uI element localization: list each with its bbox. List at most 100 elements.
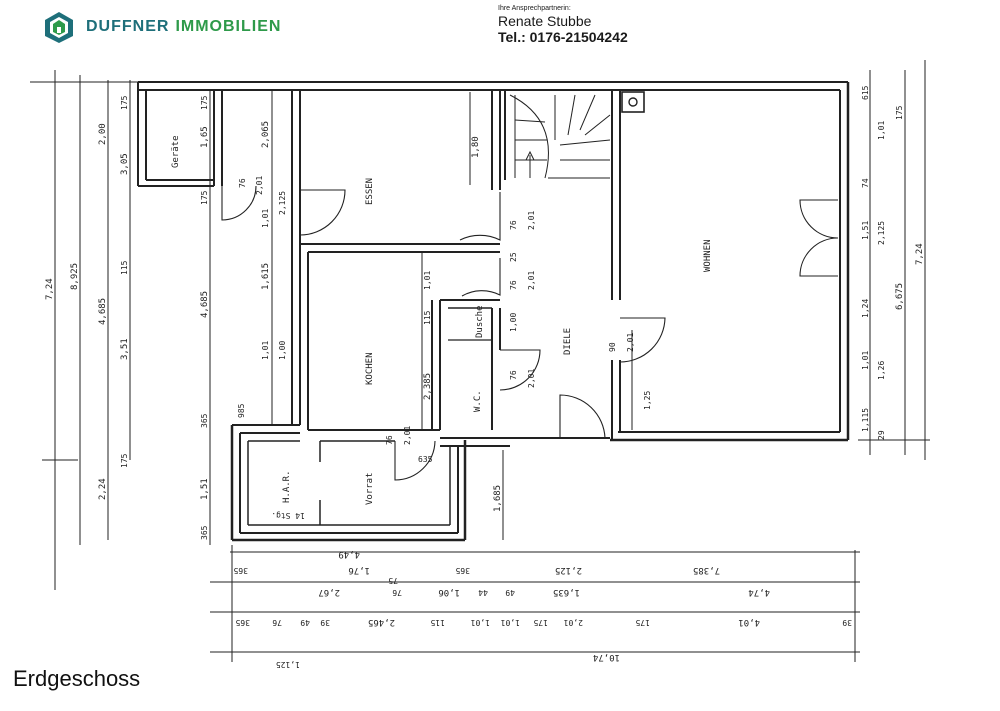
dim-label: 365: [235, 618, 250, 627]
dim-label: 365: [200, 525, 209, 540]
dim-label: 4,49: [338, 549, 360, 559]
dim-label: 49: [300, 618, 310, 627]
dim-label: 1,51: [861, 221, 870, 240]
room-label-dusche: Dusche: [475, 305, 485, 338]
dim-label: 1,65: [200, 126, 210, 148]
dim-label: 985: [237, 403, 246, 418]
dim-label: 2,125: [555, 565, 582, 575]
dim-label: 3,05: [120, 153, 130, 175]
room-label-wc: W.C.: [473, 390, 483, 412]
dim-label: 1,01: [501, 618, 520, 627]
dim-label: 1,01: [261, 341, 270, 360]
dim-label: 29: [877, 430, 886, 440]
dim-label: 365: [455, 566, 470, 575]
dim-label: 1,24: [861, 299, 870, 318]
dim-label: 2,01: [527, 271, 536, 290]
dim-label: 90: [608, 342, 617, 352]
room-label-geraete: Geräte: [171, 135, 181, 168]
dim-label: 4,685: [98, 298, 108, 325]
dim-label: 1,80: [471, 136, 481, 158]
dim-label: 2,125: [278, 191, 287, 215]
dim-label: 175: [533, 618, 548, 627]
room-label-essen: ESSEN: [365, 178, 375, 205]
dim-label: 4,01: [738, 617, 760, 627]
room-label-vorrat: Vorrat: [365, 472, 375, 505]
dim-label: 175: [895, 105, 904, 120]
door-swings: [221, 185, 839, 481]
dim-label: 74: [861, 178, 870, 188]
dim-label: 76: [509, 280, 518, 290]
dim-label: 4,685: [200, 291, 210, 318]
dim-label: 175: [200, 190, 209, 205]
dim-label: 175: [200, 95, 209, 110]
room-label-har: H.A.R.: [282, 470, 292, 503]
dim-label: 1,01: [423, 271, 432, 290]
dim-label: 39: [842, 618, 852, 627]
dim-label: 1,25: [643, 391, 652, 410]
dim-label: 2,00: [98, 123, 108, 145]
dim-label: 7,24: [45, 278, 55, 300]
dim-label: 76: [509, 220, 518, 230]
dim-label: 2,01: [527, 211, 536, 230]
dim-label: 175: [635, 618, 650, 627]
room-label-diele: DIELE: [563, 328, 573, 355]
dim-label: 2,065: [261, 121, 271, 148]
contact-name: Renate Stubbe: [498, 13, 592, 29]
chimney: [621, 91, 645, 113]
dim-label: 1,635: [553, 587, 580, 597]
dim-label: 2,01: [564, 618, 583, 627]
contact-caption: Ihre Ansprechpartnerin:: [498, 5, 571, 12]
dim-label: 1,00: [278, 341, 287, 360]
dim-label: 2,465: [368, 617, 395, 627]
dim-label: 44: [478, 588, 488, 597]
dim-label: 2,01: [403, 426, 412, 445]
dim-label: 115: [120, 260, 129, 275]
floor-title: Erdgeschoss: [13, 666, 141, 691]
dim-label: 635: [418, 455, 433, 464]
dim-label: 1,615: [261, 263, 271, 290]
dim-label: 1,26: [877, 361, 886, 380]
brand-part-immobilien: IMMOBILIEN: [175, 18, 282, 35]
dim-label: 1,115: [861, 408, 870, 432]
brand-part-duffner: DUFFNER: [86, 18, 170, 35]
dim-label: 1,76: [348, 565, 370, 575]
dim-label: 2,24: [98, 478, 108, 500]
dim-label: 175: [120, 453, 129, 468]
dim-label: 115: [423, 310, 432, 325]
dim-label: 1,01: [877, 121, 886, 140]
dim-label: 7,24: [915, 243, 925, 265]
dim-label: 1,01: [261, 209, 270, 228]
dim-label: 1,01: [471, 618, 490, 627]
dim-label: 76: [509, 370, 518, 380]
dim-label: 2,01: [255, 176, 264, 195]
room-label-kochen: KOCHEN: [365, 352, 375, 385]
dim-label: 4,74: [748, 587, 770, 597]
dim-label: 365: [200, 413, 209, 428]
dim-label: 25: [509, 252, 518, 262]
dim-label: 7,385: [693, 565, 720, 575]
dim-label: 115: [430, 618, 445, 627]
dim-label: 76: [238, 178, 247, 188]
dim-label: 2,01: [626, 333, 635, 352]
dim-label: 1,01: [861, 351, 870, 370]
dim-label: 8,925: [70, 263, 80, 290]
contact-block: Ihre Ansprechpartnerin: Renate Stubbe Te…: [498, 4, 628, 45]
dim-label: 6,675: [895, 283, 905, 310]
dim-label: 2,385: [423, 373, 433, 400]
outer-walls: [137, 81, 850, 542]
dim-label: 3,51: [120, 338, 130, 360]
dim-label: 1,51: [200, 478, 210, 500]
company-logo: DUFFNER IMMOBILIEN: [42, 10, 281, 44]
dimension-lines: [30, 60, 930, 662]
dim-label: 2,01: [527, 369, 536, 388]
dim-label: 1,685: [493, 485, 503, 512]
room-label-wohnen: WOHNEN: [703, 239, 713, 272]
staircase: [509, 94, 611, 179]
dim-label: 76: [392, 588, 402, 597]
dim-label: 76: [385, 435, 394, 445]
dim-label: 49: [505, 588, 515, 597]
dim-label: 1,125: [276, 660, 300, 669]
dim-label: 76: [272, 618, 282, 627]
dim-label: 615: [861, 85, 870, 100]
